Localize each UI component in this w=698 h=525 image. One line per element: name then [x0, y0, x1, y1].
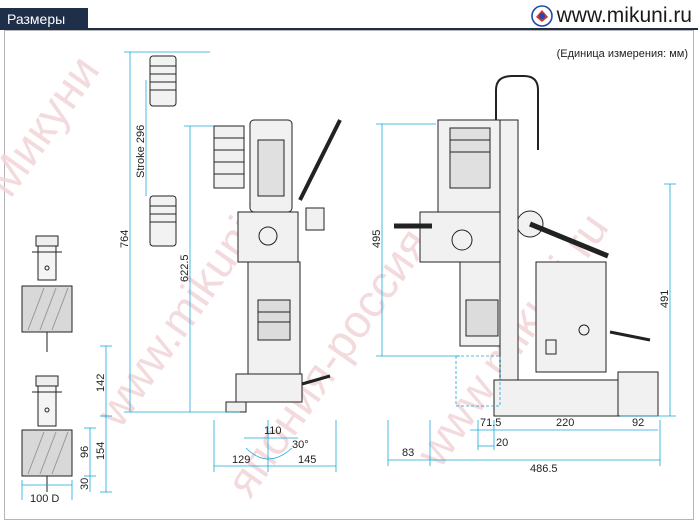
dim-129: 129	[232, 454, 250, 466]
site-url[interactable]: www.mikuni.ru	[556, 4, 692, 27]
dim-764: 764	[119, 230, 131, 248]
dim-142: 142	[95, 374, 107, 392]
dim-495: 495	[371, 230, 383, 248]
cutter-view-bottom	[21, 375, 73, 492]
front-dimension-lines	[124, 51, 337, 472]
dim-30: 30	[79, 478, 91, 490]
dim-96: 96	[79, 446, 91, 458]
side-dimension-lines	[376, 123, 676, 466]
dim-100d: 100 D	[30, 493, 59, 505]
dim-20: 20	[496, 437, 508, 449]
dim-486-5: 486.5	[530, 463, 558, 475]
header-rule	[0, 28, 698, 30]
site-branding: www.mikuni.ru	[530, 4, 692, 28]
dim-622-5: 622.5	[179, 254, 191, 282]
dim-491: 491	[659, 290, 671, 308]
section-title: Размеры	[0, 8, 88, 30]
dim-145: 145	[298, 454, 316, 466]
unit-note: (Единица измерения: мм)	[556, 48, 688, 60]
side-view-drill	[394, 75, 659, 417]
front-view-drill	[213, 119, 342, 413]
dim-110: 110	[264, 425, 282, 437]
stroke-cutters	[149, 55, 177, 247]
dim-92: 92	[632, 417, 644, 429]
cutter-view-top	[21, 235, 73, 352]
dim-154: 154	[95, 442, 107, 460]
dim-stroke: Stroke 296	[135, 125, 147, 178]
drawing-frame	[4, 30, 694, 520]
dim-71-5: 71.5	[480, 417, 501, 429]
dim-angle: 30°	[292, 439, 309, 451]
dim-220: 220	[556, 417, 574, 429]
left-dimension-lines	[21, 345, 112, 500]
mikuni-logo-icon	[530, 5, 553, 27]
watermark-layer: www.mikuni.ru япония-россия Микуни www.m…	[0, 46, 618, 506]
watermark-3: Микуни	[0, 46, 109, 206]
dim-83: 83	[402, 447, 414, 459]
